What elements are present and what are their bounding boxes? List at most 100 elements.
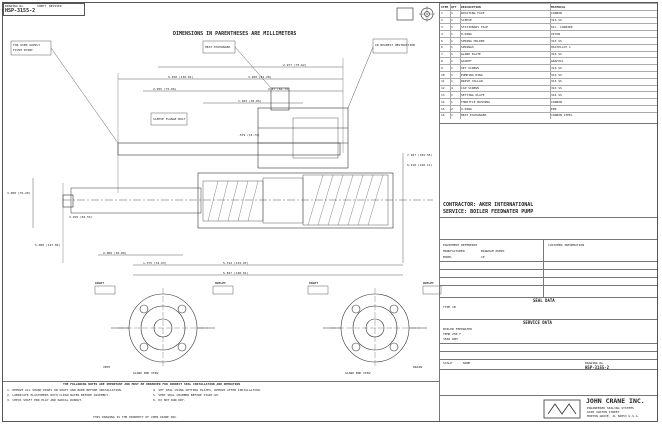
dim-14: 3.250 (82.55) [69,215,93,219]
dim-3: 3.200 (81.28) [248,75,272,79]
bom-cell: SIL. CARBIDE [551,24,573,29]
callout-flush-point: FLUSH POINT [13,48,33,52]
bom-cell: 316 SS [551,38,562,43]
bom-cell: 316 SS [551,72,562,77]
bom-cell: SLEEVE [461,18,472,23]
dim-2: 2.955 (75.06) [153,87,177,91]
dim-16: 2.000 (50.80) [103,251,127,255]
bom-cell: 1 [451,38,453,43]
dim-5: 2.47 (62.74) [268,87,290,91]
label-gland-end-view-2: GLAND END VIEW [345,371,371,375]
bom-cell: 1 [451,24,453,29]
seal-data-header: SEAL DATA [533,298,555,303]
bom-cell: 1 [451,99,453,104]
bom-cell: 8 [441,58,443,63]
model-label: MODEL [443,255,453,259]
speed: 3560 RPM [443,337,458,341]
bom-header-cell: MATERIAL [551,4,566,9]
bom-cell: 1 [451,72,453,77]
bom-cell: 14 [441,99,445,104]
drawing-number-box [3,3,85,16]
bom-cell: 1 [451,11,453,16]
label-outlet-1: OUTLET [215,281,226,285]
bom-cell: 10 [441,72,445,77]
dim-12: 5.312 (134.93) [223,261,249,265]
scale-label: SCALE [443,361,453,365]
bom-cell: 2 [451,106,453,111]
bom-cell: 16 [441,113,445,118]
dim-13: 5.827 (148.01) [223,271,249,275]
company-address: 6400 OAKTON STREET [587,410,620,414]
dim-8: 7.187 (182.55) [407,153,433,157]
drawing-sheet: DRAWING No. HSP-3155-2 SHEET REVISED DIM… [2,2,658,422]
note-4: 4. SET SEAL USING SETTING PLATES, REMOVE… [153,388,262,392]
mfr-label: MANUFACTURER [443,249,465,253]
bom-cell: ROTATING FACE [461,11,485,16]
bom-cell: THROTTLE BUSHING [461,99,490,104]
bom-cell: 6 [441,45,443,50]
bom-cell: 1 [441,11,443,16]
mfr-value: BINGHAM PUMPS [481,249,505,253]
dim-7: .579 (14.71) [238,133,260,137]
note-1: 1. REMOVE ALL SHARP EDGES ON SHAFT AND B… [7,388,123,392]
company-name: JOHN CRANE INC. [586,397,645,405]
note-6: 6. DO NOT RUN DRY. [153,398,186,402]
bom-cell: SETTING PLATE [461,92,485,97]
equipment-ref: EQUIPMENT REFERENCE [443,243,478,247]
company-division: ENGINEERED SEALING SYSTEMS [587,406,634,410]
label-gland-end-view-1: GLAND END VIEW [133,371,159,375]
bom-cell: 3 [441,24,443,29]
company-logo-icon [543,399,581,419]
bom-cell: GRAFOIL [551,58,564,63]
bom-cell: 1 [451,45,453,50]
bom-cell: SPRING HOLDER [461,38,485,43]
note-2: 2. LUBRICATE ELASTOMERS WITH CLEAN WATER… [7,393,110,397]
bom-cell: O-RING [461,31,472,36]
customer-info: CUSTOMER INFORMATION [548,243,585,247]
bom-cell: O-RING [461,106,472,111]
note-3: 3. CHECK SHAFT END PLAY AND RADIAL RUNOU… [7,398,83,402]
bom-cell: HEAT EXCHANGER [461,113,487,118]
bom-cell: CARBON [551,99,562,104]
bom-cell: 1 [451,58,453,63]
fluid: BOILER FEEDWATER [443,327,472,331]
bom-header-cell: DESCRIPTION [461,4,481,9]
service-data-header: SERVICE DATA [523,320,552,325]
service-line: SERVICE: BOILER FEEDWATER PUMP [443,209,534,215]
label-drain: DRAIN [413,365,423,369]
bom-cell: 7 [441,52,443,57]
bom-cell: 316 SS [551,65,562,70]
callout-obstruction: IN NEAREST OBSTRUCTION [375,43,415,47]
bom-header-cell: QTY [451,4,457,9]
dim-10: 5.000 (127.00) [35,243,61,247]
bom-cell: 1 [451,92,453,97]
bom-cell: GLAND PLATE [461,52,481,57]
bom-cell: 1 [451,65,453,70]
bom-cell: 15 [441,106,445,111]
contractor-line: CONTRACTOR: AKER INTERNATIONAL [443,202,534,208]
label-inlet-1: INLET [95,281,105,285]
bom-cell: 11 [441,79,445,84]
callout-sleeve-bolt: SLEEVE FLANGE BOLT [153,117,186,121]
label-inlet-2: INLET [309,281,319,285]
bom-cell: 1 [451,52,453,57]
bom-cell: CAP SCREWS [461,86,480,91]
bom-cell: DRIVE COLLAR [461,79,483,84]
callout-user-supply: FOR USER SUPPLY [13,43,41,47]
callout-heat-exchanger: HEAT EXCHANGER [205,45,231,49]
dim-4: 2.977 (75.62) [283,63,307,67]
bom-cell: 5 [441,38,443,43]
dim-9: 5.910 (150.11) [407,163,433,167]
bom-cell: 2 [441,18,443,23]
seal-type: TYPE 1B [443,305,456,309]
bom-cell: SET SCREWS [461,65,480,70]
bom-cell: 316 SS [551,18,562,23]
bom-cell: SPRINGS [461,45,474,50]
notes-header: THE FOLLOWING NOTES ARE IMPORTANT AND MU… [63,382,241,386]
bom-cell: HASTELLOY C [551,45,571,50]
scale-value: NONE [463,361,471,365]
bom-cell: GASKET [461,58,472,63]
drawing-heading: DIMENSIONS IN PARENTHESES ARE MILLIMETER… [173,31,297,37]
drawing-no-value: HSP-3155-2 [5,8,36,14]
